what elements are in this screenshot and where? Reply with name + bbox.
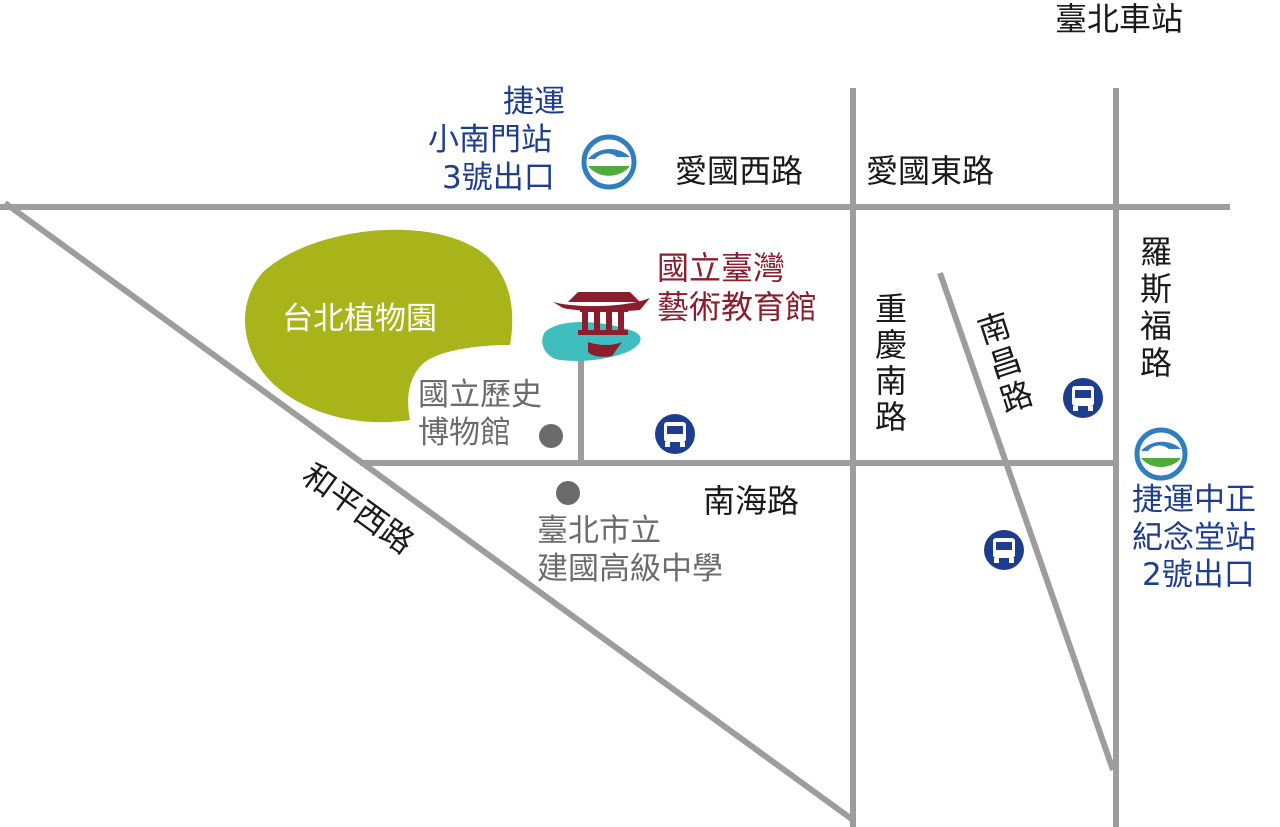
botanical-garden-label: 台北植物園	[282, 301, 437, 337]
high-school-line1: 臺北市立	[537, 513, 661, 549]
mrt-north-line2: 小南門站	[428, 122, 552, 158]
road-heping-west	[3, 200, 855, 823]
nanchang-char-3: 路	[995, 374, 1037, 420]
nanhai-road-label: 南海路	[703, 482, 799, 520]
history-museum-line2: 博物館	[418, 415, 511, 451]
roads	[0, 88, 1230, 827]
chongqing-char-2: 慶	[875, 326, 907, 364]
aiguo-west-road-label: 愛國西路	[675, 152, 803, 190]
chongqing-char-4: 路	[875, 398, 907, 436]
high-school-line2: 建國高級中學	[537, 551, 723, 587]
mrt-east-line1: 捷運中正	[1132, 482, 1256, 518]
roosevelt-char-2: 斯	[1140, 270, 1172, 308]
taipei-main-station-label: 臺北車站	[1055, 0, 1183, 38]
arts-center-line1: 國立臺灣	[657, 249, 785, 287]
botanical-garden-area	[244, 229, 513, 423]
mrt-north-line1: 捷運	[503, 84, 565, 120]
mrt-xiaonanmen-label: 捷運 小南門站 3號出口	[428, 84, 565, 196]
poi-dot-icon	[556, 481, 580, 505]
mrt-east-line3: 2號出口	[1142, 557, 1255, 593]
roosevelt-road-label: 羅 斯 福 路	[1140, 233, 1172, 382]
roosevelt-char-1: 羅	[1140, 233, 1172, 271]
aiguo-east-road-label: 愛國東路	[866, 152, 994, 190]
road-nanchang	[937, 272, 1116, 771]
mrt-logo-icon	[581, 134, 637, 190]
mrt-east-line2: 紀念堂站	[1132, 520, 1256, 556]
roosevelt-char-3: 福	[1140, 307, 1172, 345]
mrt-north-line3: 3號出口	[442, 160, 555, 196]
high-school-label: 臺北市立 建國高級中學	[537, 513, 723, 587]
arts-education-center-label: 國立臺灣 藝術教育館	[657, 249, 817, 326]
mrt-logo-icon	[1134, 427, 1188, 481]
poi-dot-icon	[539, 424, 563, 448]
mrt-cks-memorial-label: 捷運中正 紀念堂站 2號出口	[1132, 482, 1256, 593]
pavilion-logo-icon	[542, 292, 650, 361]
roosevelt-char-4: 路	[1140, 344, 1172, 382]
chongqing-char-3: 南	[875, 362, 907, 400]
chongqing-char-1: 重	[875, 290, 907, 328]
bus-stop-icon	[1063, 378, 1103, 418]
bus-stop-icon	[655, 414, 695, 454]
history-museum-label: 國立歷史 博物館	[418, 377, 542, 451]
arts-center-line2: 藝術教育館	[657, 288, 817, 326]
history-museum-line1: 國立歷史	[418, 377, 542, 413]
heping-west-road-label: 和平西路	[295, 456, 421, 562]
chongqing-south-road-label: 重 慶 南 路	[875, 290, 907, 436]
bus-stop-icon	[984, 530, 1024, 570]
